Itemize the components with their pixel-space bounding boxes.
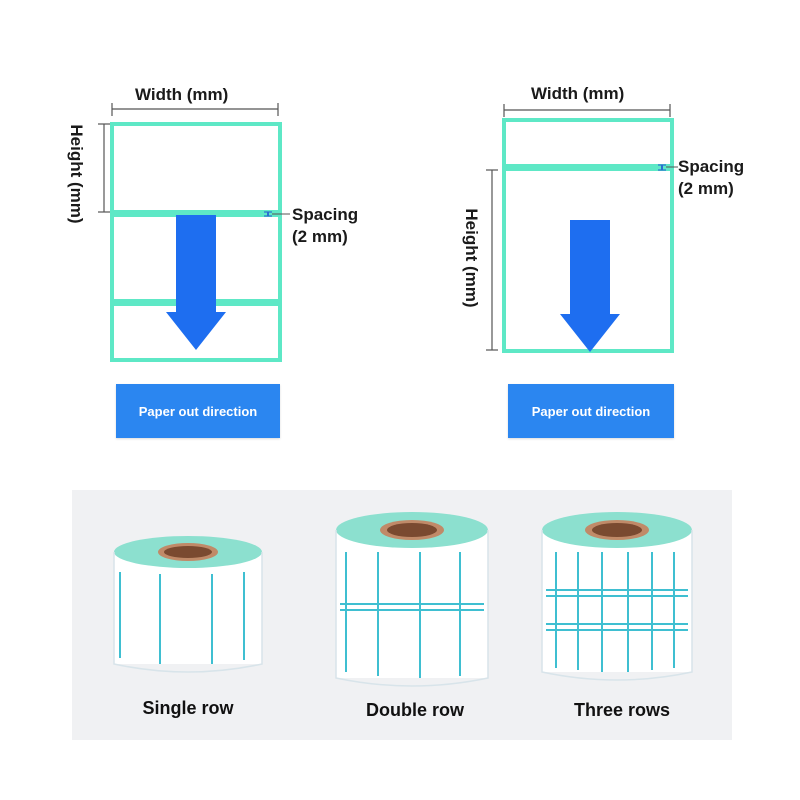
spacing-label: Spacing (2 mm) (678, 156, 744, 200)
single-row-roll (113, 536, 263, 673)
roll-caption-double: Double row (366, 700, 464, 720)
spacing-label-line2: (2 mm) (292, 227, 348, 246)
width-label: Width (mm) (135, 85, 229, 104)
paper-out-direction-button[interactable]: Paper out direction (508, 384, 674, 438)
spacing-label: Spacing (2 mm) (292, 204, 358, 248)
spacing-label-line1: Spacing (678, 157, 745, 176)
three-rows-roll (541, 512, 693, 681)
label-1 (110, 122, 282, 214)
spacing-label-line1: Spacing (292, 205, 359, 224)
paper-out-arrow (166, 215, 226, 350)
label-1 (502, 118, 674, 168)
roll-caption-single: Single row (142, 698, 234, 718)
right-diagram-graphic (486, 104, 678, 353)
roll-caption-three: Three rows (573, 700, 671, 720)
paper-out-arrow (560, 220, 620, 352)
paper-out-direction-button[interactable]: Paper out direction (116, 384, 280, 438)
spacing-label-line2: (2 mm) (678, 179, 734, 198)
double-row-roll (335, 512, 489, 687)
width-label: Width (mm) (531, 84, 625, 103)
left-diagram-graphic (98, 103, 290, 362)
